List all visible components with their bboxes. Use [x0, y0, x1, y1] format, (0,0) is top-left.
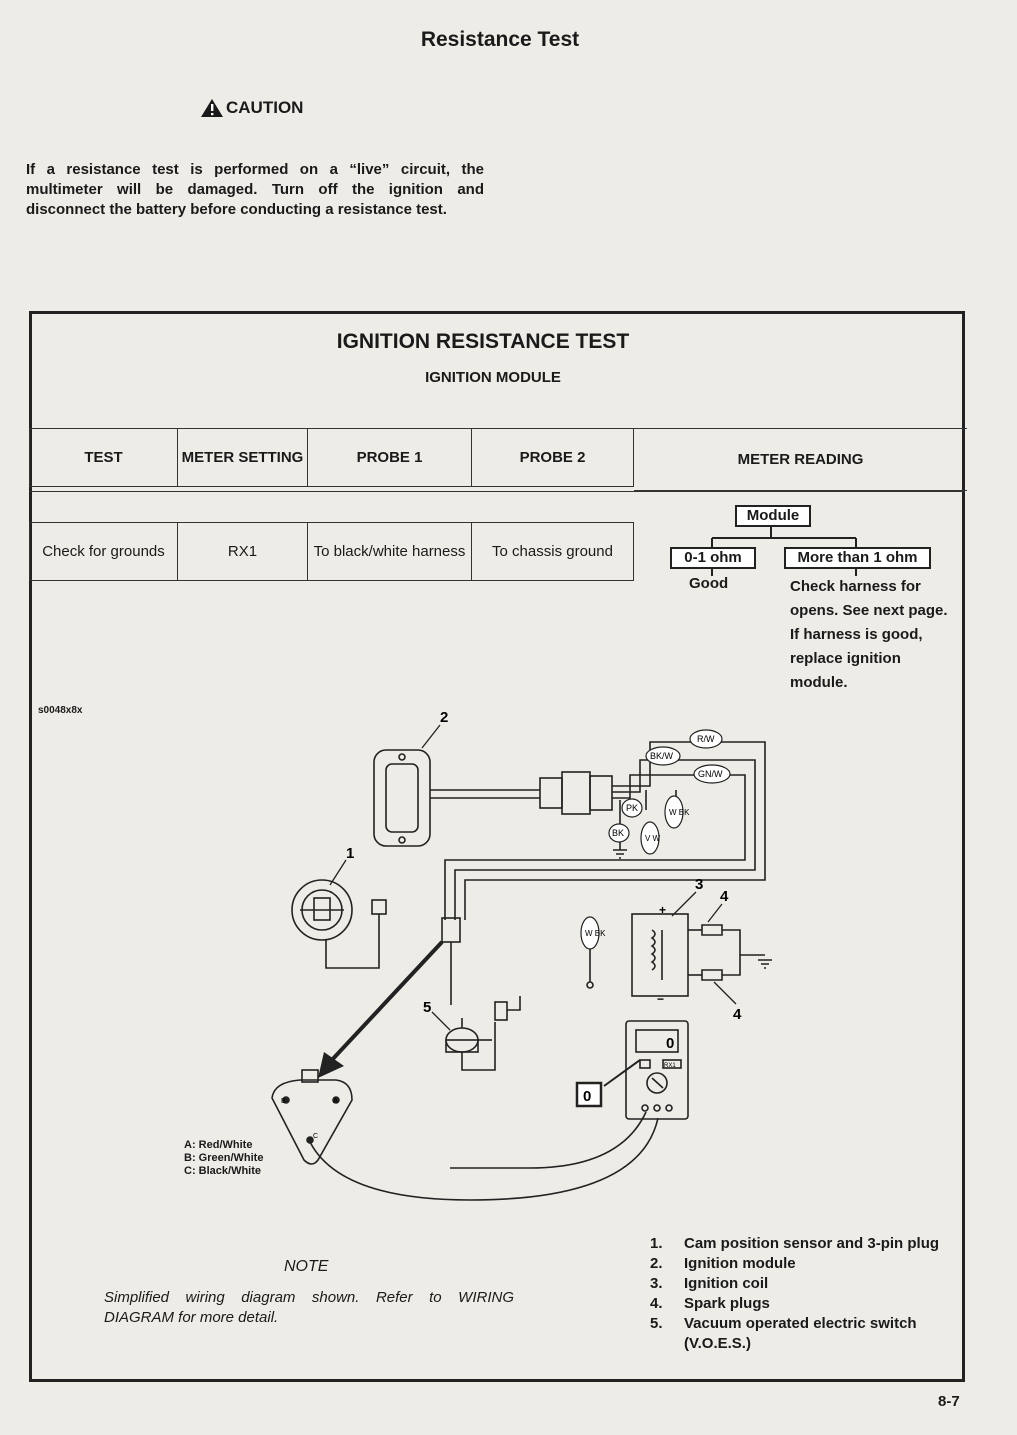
- header-probe-1: PROBE 1: [307, 428, 472, 487]
- multimeter-part: [625, 1020, 689, 1120]
- parts-legend: 1.Cam position sensor and 3-pin plug 2.I…: [650, 1234, 950, 1354]
- note-title: NOTE: [284, 1258, 329, 1275]
- meter-range-label: RX1: [664, 1063, 676, 1069]
- list-item: 3.Ignition coil: [650, 1275, 769, 1292]
- tag-v-w: V W: [645, 834, 661, 843]
- plug-letter-b: B: [281, 1098, 286, 1105]
- good-result: Good: [689, 575, 729, 592]
- check-harness-text: Check harness for opens. See next page. …: [790, 578, 948, 691]
- ignition-module-part: [373, 749, 540, 847]
- table-row: Check for grounds RX1 To black/white har…: [29, 522, 634, 581]
- list-item: 1.Cam position sensor and 3-pin plug: [650, 1235, 940, 1252]
- cell-probe-1: To black/white harness: [307, 522, 472, 581]
- callout-4-bottom: 4: [733, 1006, 742, 1023]
- voes-part: [445, 996, 521, 1071]
- tag-w-bk-lower: W BK: [585, 929, 606, 938]
- callout-5: 5: [423, 999, 431, 1016]
- figure-code: s0048x8x: [38, 705, 83, 716]
- cell-test: Check for grounds: [29, 522, 178, 581]
- plug-legend-c: C: Black/White: [184, 1165, 262, 1177]
- meter-callout-value: 0: [583, 1088, 591, 1105]
- caution-text: If a resistance test is performed on a “…: [26, 161, 484, 218]
- plug-letter-a: A: [333, 1098, 338, 1105]
- header-meter-setting: METER SETTING: [177, 428, 308, 487]
- connector-plug-part: [539, 771, 613, 815]
- table-header-row: TEST METER SETTING PROBE 1 PROBE 2: [29, 428, 634, 487]
- cam-sensor-part: [291, 879, 387, 969]
- coil-plus: +: [659, 903, 666, 917]
- list-item: 5.Vacuum operated electric switch (V.O.E…: [650, 1315, 917, 1352]
- meter-display-value: 0: [666, 1035, 674, 1052]
- tag-w-bk-upper: W BK: [669, 808, 690, 817]
- caution-heading: CAUTION: [200, 98, 303, 118]
- caution-label: CAUTION: [226, 98, 304, 117]
- list-item: 2.Ignition module: [650, 1255, 796, 1272]
- cell-probe-2: To chassis ground: [471, 522, 634, 581]
- low-ohm-box: 0-1 ohm: [670, 547, 756, 569]
- callout-1: 1: [346, 845, 354, 862]
- ignition-coil-part: [631, 913, 772, 997]
- coil-minus: −: [657, 992, 664, 1006]
- plug-letter-c: C: [313, 1133, 318, 1140]
- plug-legend-b: B: Green/White: [184, 1152, 264, 1164]
- module-box: Module: [735, 505, 811, 527]
- box-title: IGNITION RESISTANCE TEST: [336, 330, 630, 353]
- tag-pk: PK: [626, 803, 638, 813]
- high-ohm-box: More than 1 ohm: [784, 547, 931, 569]
- tag-bk: BK: [612, 828, 624, 838]
- callout-3: 3: [695, 876, 703, 893]
- box-subtitle: IGNITION MODULE: [425, 369, 561, 386]
- page-number: 8-7: [938, 1393, 960, 1410]
- test-table: TEST METER SETTING PROBE 1 PROBE 2 Check…: [29, 428, 634, 581]
- cell-meter-setting: RX1: [177, 522, 308, 581]
- plug-wire-legend: A: Red/White B: Green/White C: Black/Whi…: [184, 1139, 263, 1178]
- note-text: Simplified wiring diagram shown. Refer t…: [104, 1289, 514, 1326]
- tag-bk-w: BK/W: [650, 751, 674, 761]
- plug-legend-a: A: Red/White: [184, 1139, 253, 1151]
- page-title: Resistance Test: [420, 28, 580, 51]
- module-plug-part: [271, 1069, 353, 1165]
- callout-2: 2: [440, 709, 448, 726]
- tag-r-w: R/W: [697, 734, 715, 744]
- test-frame: [29, 311, 965, 1382]
- divider: [29, 491, 965, 492]
- header-meter-reading: METER READING: [634, 428, 967, 491]
- tag-gn-w: GN/W: [698, 769, 723, 779]
- warning-triangle-icon: [201, 99, 223, 117]
- callout-4-top: 4: [720, 888, 729, 905]
- header-test: TEST: [29, 428, 178, 487]
- list-item: 4.Spark plugs: [650, 1295, 770, 1312]
